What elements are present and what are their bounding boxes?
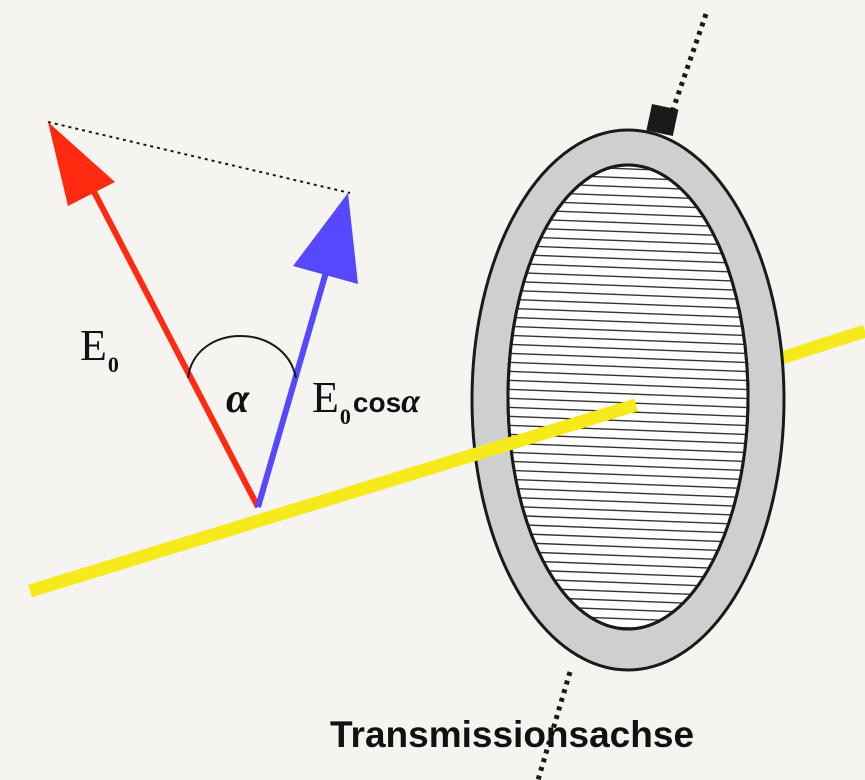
- angle-alpha-label: α: [226, 376, 250, 422]
- grating-line: [508, 415, 748, 427]
- grating-line: [508, 325, 748, 337]
- grating-line: [508, 370, 748, 382]
- projection-line: [47, 121, 351, 194]
- grating-line: [508, 298, 748, 310]
- grating-line: [508, 442, 748, 454]
- transmission-axis-bottom: [535, 671, 573, 780]
- grating-line: [508, 478, 748, 490]
- grating-line: [508, 460, 748, 472]
- e0-vector-arrow: [48, 122, 261, 509]
- transmission-axis-label: Transmissionsachse: [330, 714, 694, 755]
- grating-line: [508, 235, 748, 247]
- grating-line: [508, 451, 748, 463]
- grating-line: [508, 271, 748, 283]
- projected-vector-arrow: [255, 193, 358, 508]
- grating-line: [508, 343, 748, 355]
- grating-line: [508, 289, 748, 301]
- grating-line: [508, 514, 748, 526]
- angle-arc: [187, 335, 297, 379]
- grating-line: [508, 388, 748, 400]
- grating-line: [508, 280, 748, 292]
- mount-block-icon: [646, 104, 679, 137]
- transmission-axis-top: [667, 13, 709, 119]
- projected-vector-label: E0cosα: [312, 373, 421, 429]
- grating-line: [508, 469, 748, 481]
- grating-line: [508, 334, 748, 346]
- polarizer-filter-icon: [470, 128, 786, 672]
- grating-line: [508, 307, 748, 319]
- grating-line: [508, 379, 748, 391]
- grating-line: [508, 523, 748, 535]
- grating-line: [508, 532, 748, 544]
- grating-line: [508, 253, 748, 265]
- polarizer-lens-outline: [506, 163, 750, 631]
- grating-line: [508, 361, 748, 373]
- grating-line: [508, 496, 748, 508]
- grating-line: [508, 316, 748, 328]
- grating-line: [508, 505, 748, 517]
- grating-line: [508, 487, 748, 499]
- grating-line: [508, 352, 748, 364]
- e0-label: E0: [80, 321, 119, 377]
- light-beam-front: [28, 398, 638, 598]
- grating-line: [508, 244, 748, 256]
- grating-line: [508, 262, 748, 274]
